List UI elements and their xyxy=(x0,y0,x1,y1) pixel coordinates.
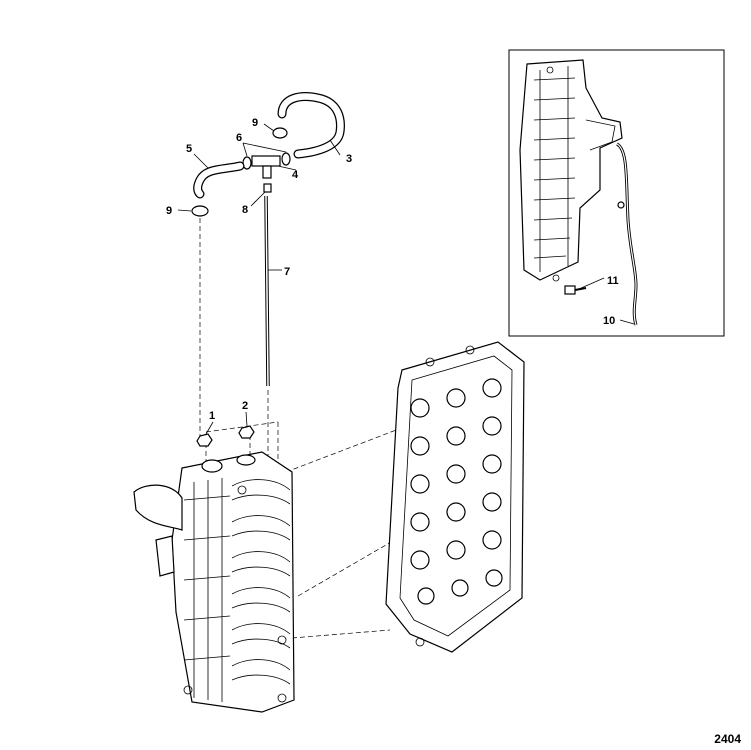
nut-2 xyxy=(238,425,255,439)
inset-bolt-11 xyxy=(564,285,587,295)
callout-8: 8 xyxy=(242,204,248,216)
clamp-9-lower xyxy=(191,205,209,217)
callout-5: 5 xyxy=(186,143,192,155)
callout-9-lower: 9 xyxy=(166,205,172,217)
callout-11: 11 xyxy=(607,275,619,287)
cylinder-ports xyxy=(410,378,503,605)
callout-2: 2 xyxy=(242,400,248,412)
callout-6: 6 xyxy=(236,132,242,144)
inset-manifold xyxy=(519,59,623,282)
callout-4: 4 xyxy=(292,169,299,181)
intake-manifold xyxy=(133,451,295,713)
hose-assembly xyxy=(191,92,345,387)
callout-3: 3 xyxy=(346,153,352,165)
callout-7: 7 xyxy=(284,266,290,278)
inset-detail-view xyxy=(508,49,725,337)
callout-labels: 1 2 3 4 5 6 7 8 9 9 10 11 xyxy=(166,117,619,422)
leader-lines xyxy=(177,123,341,435)
callout-1: 1 xyxy=(209,410,215,422)
nut-1 xyxy=(196,433,213,447)
inset-fitting xyxy=(617,201,625,209)
tee-fitting-4 xyxy=(251,155,281,179)
clamp-6-right xyxy=(281,152,291,166)
callout-9-top: 9 xyxy=(252,117,258,129)
figure-number: 2404 xyxy=(714,732,741,746)
fitting-8 xyxy=(263,183,272,193)
cylinder-head xyxy=(385,341,525,653)
clamp-9-top xyxy=(272,127,288,139)
callout-10: 10 xyxy=(603,315,615,327)
